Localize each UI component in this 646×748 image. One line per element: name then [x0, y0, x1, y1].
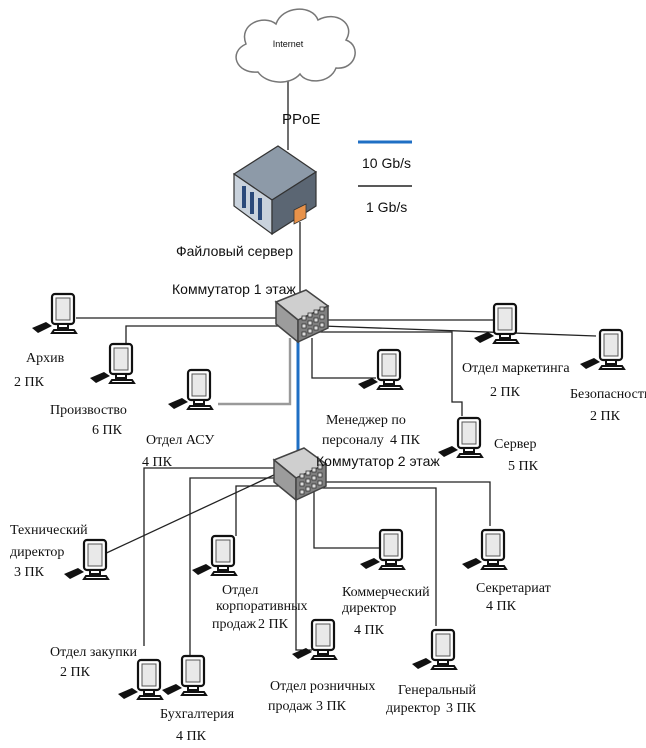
dept-name-kommerch-1: Коммерческий	[342, 585, 430, 600]
dept-count-kommerch: 4 ПК	[354, 623, 385, 638]
dept-count-marketing: 2 ПК	[490, 385, 521, 400]
uplink-label: PPoE	[282, 111, 320, 128]
pc-icon-menedzher	[356, 348, 404, 391]
dept-name-korp-2: корпоративных	[216, 599, 308, 614]
cable-kommerch	[313, 490, 380, 549]
dept-count-sekretariat: 4 ПК	[486, 599, 517, 614]
dept-name-arkhiv: Архив	[26, 351, 65, 366]
dept-count-server-pc: 5 ПК	[508, 459, 539, 474]
cable-tekh	[99, 473, 277, 557]
dept-name-korp-1: Отдел	[222, 583, 258, 598]
dept-name-bezopasnost: Безопасность	[570, 387, 646, 402]
cable-roznich	[295, 492, 312, 651]
cable-sekretariat	[318, 481, 491, 526]
dept-name-buh: Бухгалтерия	[160, 707, 235, 722]
switch-floor2: Коммутатор 2 этаж	[273, 447, 440, 501]
server-label: Файловый сервер	[176, 243, 293, 259]
dept-count-korp: 2 ПК	[258, 617, 289, 632]
file-server: Файловый сервер	[176, 145, 318, 259]
dept-name-tekh-1: Технический	[10, 523, 88, 538]
pc-icon-server-pc	[436, 416, 484, 459]
pc-icon-arkhiv	[30, 292, 78, 335]
dept-name-kommerch-2: директор	[342, 601, 396, 616]
switch1-icon	[275, 289, 329, 343]
dept-name-server-pc: Сервер	[494, 437, 536, 452]
cable-bezopasnost	[321, 325, 597, 337]
dept-name-menedzher-1: Менеджер по	[326, 413, 406, 428]
dept-name-roznich-2: продаж	[268, 699, 312, 714]
dept-name-roznich-1: Отдел розничных	[270, 679, 375, 694]
switch2-label: Коммутатор 2 этаж	[316, 453, 440, 469]
dept-name-tekh-2: директор	[10, 545, 64, 560]
switch1-label: Коммутатор 1 этаж	[172, 281, 296, 297]
cable-proizv	[125, 325, 280, 344]
internet-cloud: Internet	[235, 8, 356, 83]
pc-icon-sekretariat	[460, 528, 508, 571]
pc-icon-asu	[166, 368, 214, 411]
legend-slow-label: 1 Gb/s	[366, 199, 407, 215]
pc-icon-buh	[160, 654, 208, 697]
pc-icon-roznich	[290, 618, 338, 661]
dept-name-asu: Отдел АСУ	[146, 433, 214, 448]
cable-asu	[218, 338, 292, 406]
internet-label: Internet	[273, 39, 304, 49]
cabling	[76, 80, 597, 660]
dept-count-menedzher: 4 ПК	[390, 433, 421, 448]
dept-count-bezopasnost: 2 ПК	[590, 409, 621, 424]
pc-icon-kommerch	[358, 528, 406, 571]
dept-count-gendir: 3 ПК	[446, 701, 477, 716]
pc-icon-korp	[190, 534, 238, 577]
cable-gendir	[318, 487, 437, 626]
dept-count-tekh: 3 ПК	[14, 565, 45, 580]
pc-icon-zakupki	[116, 658, 164, 701]
pc-icon-gendir	[410, 628, 458, 671]
dept-count-proizv: 6 ПК	[92, 423, 123, 438]
dept-name-zakupki: Отдел закупки	[50, 645, 138, 660]
cable-zakupki	[143, 467, 274, 646]
dept-name-sekretariat: Секретариат	[476, 581, 551, 596]
switch-floor1: Коммутатор 1 этаж	[172, 281, 329, 343]
pc-icon-marketing	[472, 302, 520, 345]
dept-count-zakupki: 2 ПК	[60, 665, 91, 680]
dept-name-proizv: Произвоство	[50, 403, 127, 418]
cable-buh	[189, 477, 278, 660]
dept-name-korp-3: продаж	[212, 617, 256, 632]
dept-name-gendir-1: Генеральный	[398, 683, 477, 698]
dept-count-asu: 4 ПК	[142, 455, 173, 470]
cable-korp	[235, 485, 284, 536]
server-rack-icon	[232, 145, 318, 236]
dept-count-buh: 4 ПК	[176, 729, 207, 744]
pc-icon-tekh	[62, 538, 110, 581]
dept-name-marketing: Отдел маркетинга	[462, 361, 570, 376]
cable-server-pc	[316, 331, 463, 416]
legend: 10 Gb/s 1 Gb/s	[358, 140, 412, 215]
dept-name-menedzher-2: персоналу	[322, 433, 384, 448]
pc-icon-proizv	[88, 342, 136, 385]
dept-count-arkhiv: 2 ПК	[14, 375, 45, 390]
dept-count-roznich: 3 ПК	[316, 699, 347, 714]
legend-fast-label: 10 Gb/s	[362, 155, 411, 171]
dept-name-gendir-2: директор	[386, 701, 440, 716]
cable-menedzher	[311, 338, 376, 379]
cloud-icon	[235, 8, 356, 83]
